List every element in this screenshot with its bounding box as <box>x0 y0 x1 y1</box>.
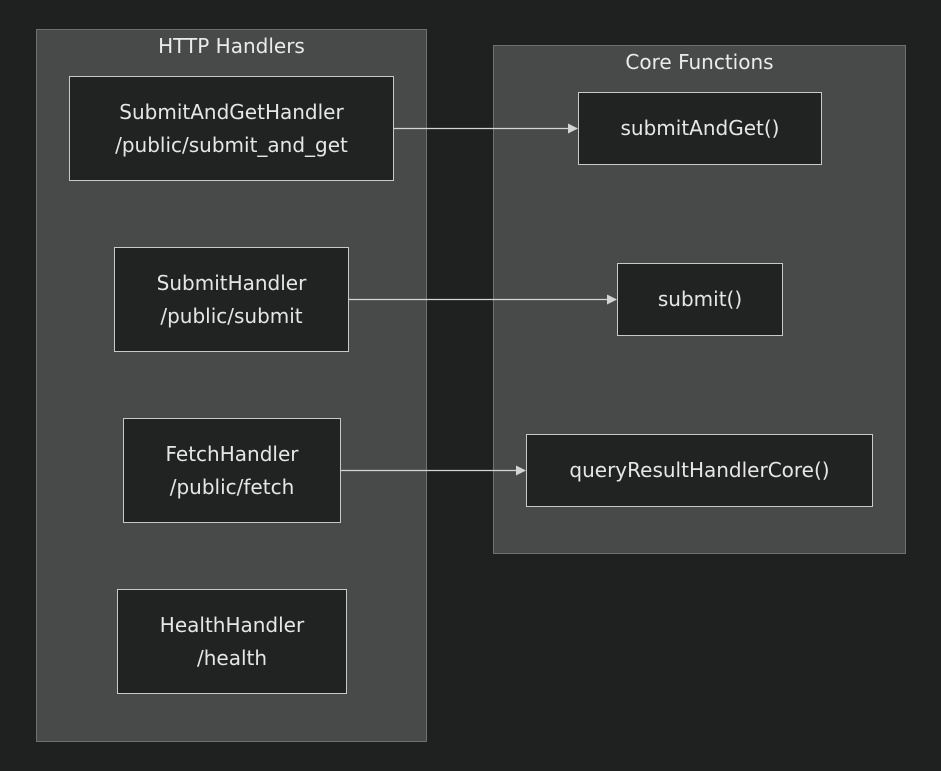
node-submit-and-get-handler[interactable]: SubmitAndGetHandler /public/submit_and_g… <box>69 76 394 181</box>
node-label: FetchHandler <box>165 441 299 466</box>
node-label: submitAndGet() <box>620 116 780 140</box>
node-fetch-handler[interactable]: FetchHandler /public/fetch <box>123 418 341 523</box>
node-label: SubmitHandler <box>156 270 307 295</box>
node-label: submit() <box>657 287 743 311</box>
node-label: HealthHandler <box>159 612 305 637</box>
cluster-title: Core Functions <box>625 50 774 74</box>
node-label: queryResultHandlerCore() <box>569 458 830 482</box>
node-submit[interactable]: submit() <box>617 263 783 336</box>
node-route: /public/submit <box>160 303 303 328</box>
node-health-handler[interactable]: HealthHandler /health <box>117 589 347 694</box>
node-submit-and-get[interactable]: submitAndGet() <box>578 92 822 165</box>
node-submit-handler[interactable]: SubmitHandler /public/submit <box>114 247 349 352</box>
node-route: /public/fetch <box>169 474 295 499</box>
node-route: /public/submit_and_get <box>115 132 348 157</box>
node-query-result-handler-core[interactable]: queryResultHandlerCore() <box>526 434 873 507</box>
node-route: /health <box>196 645 268 670</box>
cluster-title: HTTP Handlers <box>158 34 305 58</box>
node-label: SubmitAndGetHandler <box>119 99 344 124</box>
